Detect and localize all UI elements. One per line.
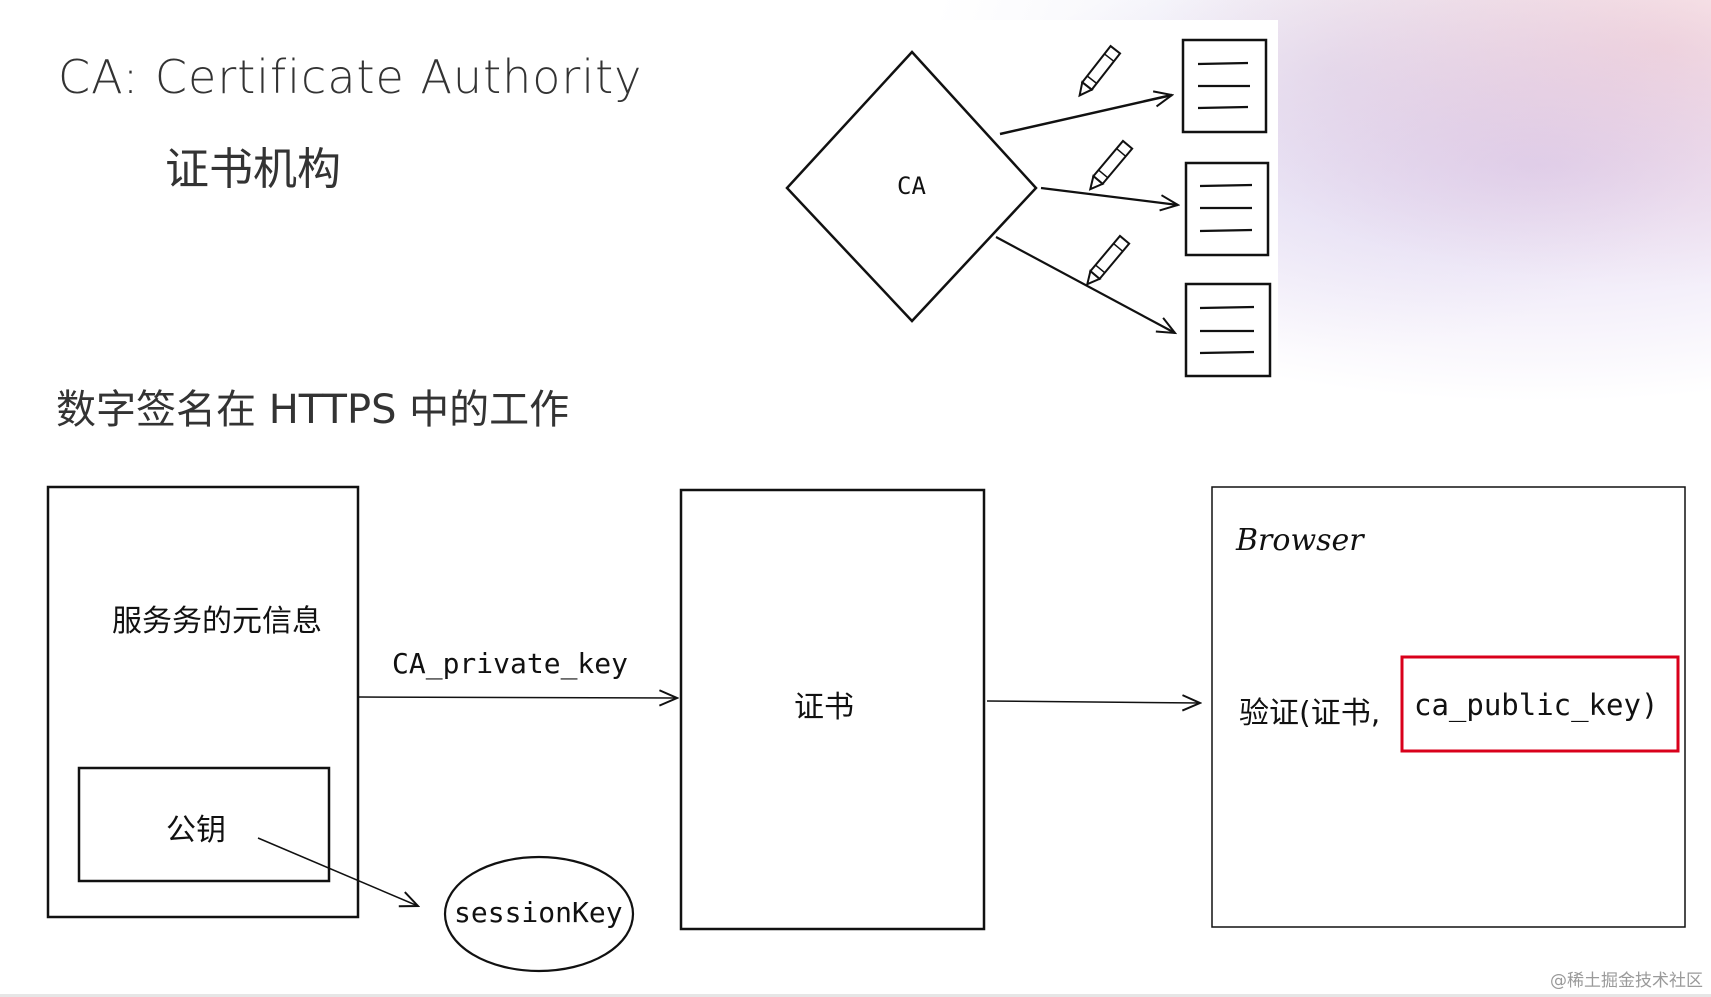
certificate-box — [679, 488, 986, 931]
page-title: CA: Certificate Authority — [58, 50, 643, 104]
public-key-box — [77, 766, 331, 883]
section-title: 数字签名在 HTTPS 中的工作 — [56, 387, 570, 433]
browser-box — [1211, 486, 1686, 928]
certificate-document-icon — [1184, 282, 1272, 378]
ca-public-key-label: ca_public_key) — [1414, 688, 1659, 722]
verify-label: 验证(证书, — [1239, 696, 1381, 731]
source-credit: @稀土掘金技术社区 — [1550, 971, 1703, 991]
pen-icon — [1078, 44, 1122, 98]
ca-arrow-1 — [999, 95, 1172, 136]
ca-diamond — [785, 50, 1038, 323]
server-meta-label: 服务务的元信息 — [112, 604, 322, 639]
public-key-label: 公钥 — [166, 813, 226, 848]
bottom-divider — [0, 994, 1711, 997]
certificate-document-icon — [1184, 161, 1270, 257]
public-key-to-session-arrow — [257, 837, 418, 906]
pen-icon — [1085, 234, 1131, 286]
sign-arrow — [357, 697, 677, 698]
session-key-ellipse — [443, 855, 635, 973]
ca-arrow-3 — [995, 236, 1175, 333]
page-subtitle: 证书机构 — [165, 144, 341, 195]
pen-icon — [1088, 139, 1134, 191]
browser-label: Browser — [1236, 523, 1364, 558]
cert-to-browser-arrow — [986, 701, 1200, 703]
session-key-label: sessionKey — [454, 896, 623, 929]
sign-arrow-label: CA_private_key — [392, 647, 629, 680]
ca-label: CA — [897, 172, 926, 200]
certificate-label: 证书 — [794, 690, 854, 725]
certificate-document-icon — [1181, 38, 1268, 134]
public-key-highlight — [1400, 655, 1680, 753]
ca-arrow-2 — [1040, 186, 1178, 205]
